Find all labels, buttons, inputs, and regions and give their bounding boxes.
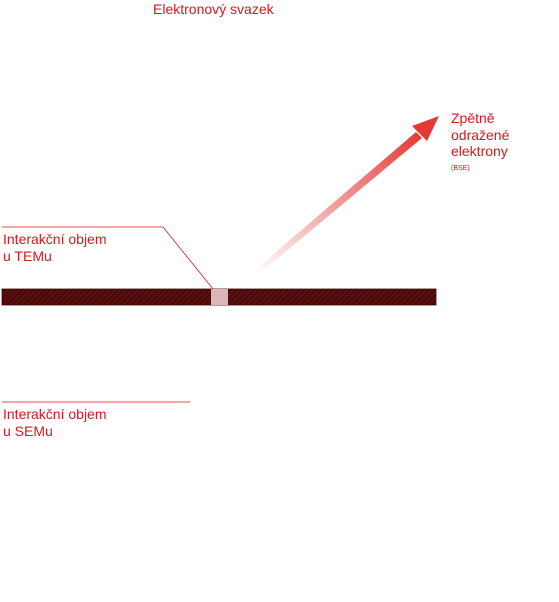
sem-interaction-label: Interakční objem u SEMu: [3, 406, 107, 439]
bse-arrow-head: [412, 116, 439, 141]
bse-arrow-shaft: [250, 132, 422, 278]
electron-beam-label: Elektronový svazek: [153, 1, 274, 17]
tem-interaction-volume: [211, 289, 228, 305]
bse-label-line-2: odražené: [451, 126, 510, 143]
bse-label-line-3: elektrony: [451, 143, 508, 160]
bse-label-line-1: Zpětně: [451, 110, 495, 126]
bse-abbreviation: (BSE): [451, 164, 470, 172]
bse-label: Zpětně odražené elektrony (BSE): [451, 110, 509, 173]
sem-label-line-2: u SEMu: [3, 422, 53, 439]
tem-label-line-1: Interakční objem: [3, 231, 107, 247]
tem-leader-line: [2, 226, 214, 290]
tem-label-line-2: u TEMu: [3, 247, 52, 264]
sem-label-line-1: Interakční objem: [3, 406, 107, 422]
tem-interaction-label: Interakční objem u TEMu: [3, 231, 107, 264]
